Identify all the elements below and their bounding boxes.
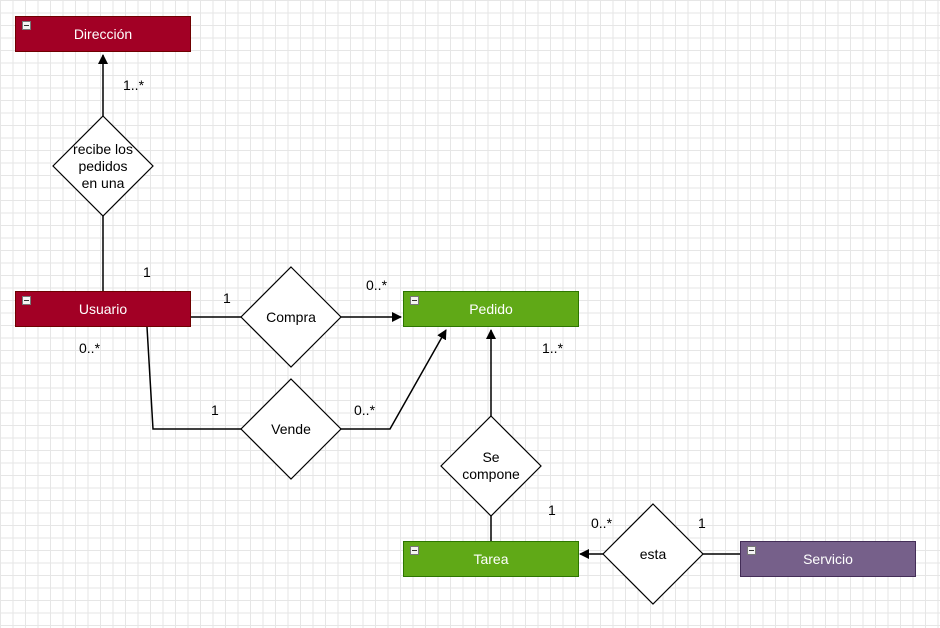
cardinality-label: 0..* bbox=[354, 402, 376, 418]
cardinality-label: 1 bbox=[223, 290, 231, 306]
collapse-icon[interactable] bbox=[410, 296, 419, 305]
entity-tarea[interactable]: Tarea bbox=[403, 541, 579, 577]
cardinality-label: 1 bbox=[698, 515, 706, 531]
entity-direccion[interactable]: Dirección bbox=[15, 16, 191, 52]
relationship-recibe-label: recibe los pedidos en una bbox=[73, 140, 133, 191]
relationship-compone-label: Se compone bbox=[462, 449, 520, 482]
entity-direccion-label: Dirección bbox=[73, 26, 133, 42]
entity-usuario[interactable]: Usuario bbox=[15, 291, 191, 327]
cardinality-label: 1 bbox=[143, 264, 151, 280]
entity-servicio-label: Servicio bbox=[803, 551, 853, 567]
cardinality-label: 0..* bbox=[591, 515, 613, 531]
edge-vende-pedido bbox=[341, 329, 447, 430]
cardinality-label: 1 bbox=[211, 402, 219, 418]
relationship-esta-label: esta bbox=[639, 545, 667, 562]
edge-usuario-vende bbox=[146, 326, 241, 430]
entity-pedido-label: Pedido bbox=[469, 301, 513, 317]
collapse-icon[interactable] bbox=[747, 546, 756, 555]
cardinality-label: 0..* bbox=[366, 277, 388, 293]
relationship-vende-label: Vende bbox=[271, 420, 311, 437]
relationship-compone-shape[interactable] bbox=[440, 415, 542, 517]
relationship-vende-shape[interactable] bbox=[240, 378, 342, 480]
relationship-recibe-shape[interactable] bbox=[52, 115, 154, 217]
relationship-compra-label: Compra bbox=[266, 308, 316, 325]
relationship-compra-shape[interactable] bbox=[240, 266, 342, 368]
collapse-icon[interactable] bbox=[22, 296, 31, 305]
cardinality-label: 1 bbox=[548, 502, 556, 518]
collapse-icon[interactable] bbox=[410, 546, 419, 555]
cardinality-label: 1..* bbox=[542, 340, 564, 356]
entity-pedido[interactable]: Pedido bbox=[403, 291, 579, 327]
cardinality-label: 1..* bbox=[123, 77, 145, 93]
relationship-esta-shape[interactable] bbox=[602, 503, 704, 605]
cardinality-label: 0..* bbox=[79, 340, 101, 356]
entity-servicio[interactable]: Servicio bbox=[740, 541, 916, 577]
collapse-icon[interactable] bbox=[22, 21, 31, 30]
entity-usuario-label: Usuario bbox=[78, 301, 128, 317]
entity-tarea-label: Tarea bbox=[473, 551, 509, 567]
